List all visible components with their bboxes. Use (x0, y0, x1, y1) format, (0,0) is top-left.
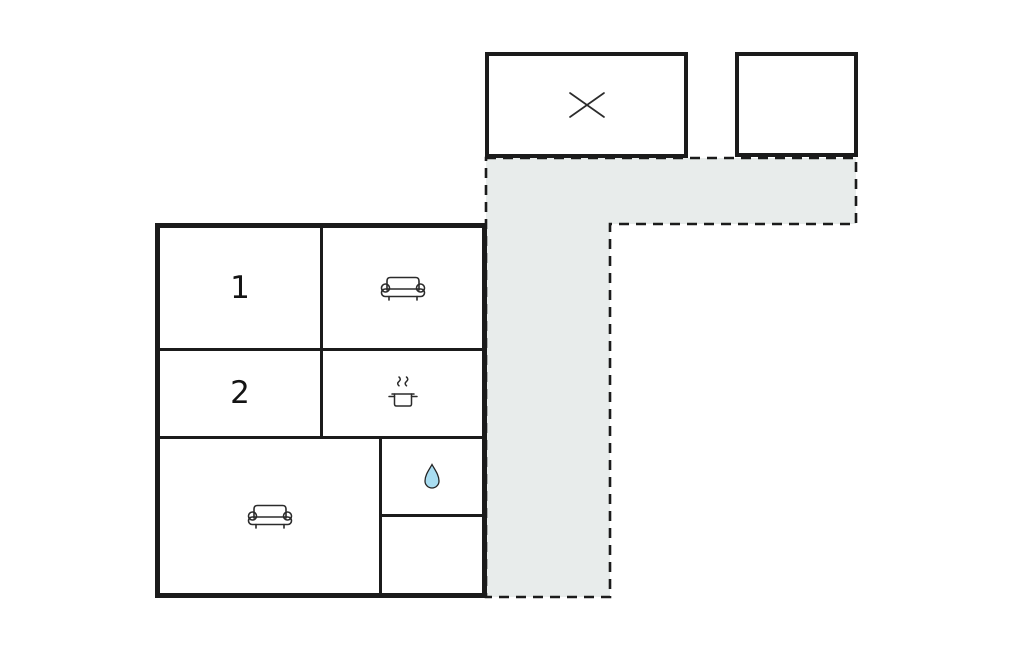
room-lounge (160, 439, 379, 593)
inner-wall-vertical-1 (320, 228, 323, 439)
room-2-label: 2 (230, 375, 250, 411)
room-1-label: 1 (230, 269, 250, 306)
water-drop-icon (422, 462, 442, 491)
sofa-icon (379, 273, 427, 303)
sofa-icon (246, 501, 294, 531)
annex-crossed (485, 52, 688, 158)
pot-icon (385, 375, 421, 413)
room-bathroom (382, 439, 482, 514)
annex-small (735, 52, 858, 157)
terrace-outline (484, 156, 858, 599)
cross-icon (489, 56, 684, 154)
room-1: 1 (160, 228, 320, 348)
main-building: 1 2 (155, 223, 487, 598)
room-living (323, 228, 482, 348)
room-2: 2 (160, 351, 320, 436)
room-kitchen (323, 351, 482, 436)
inner-wall-horizontal-3 (379, 514, 482, 517)
room-small-bottom (382, 517, 482, 593)
